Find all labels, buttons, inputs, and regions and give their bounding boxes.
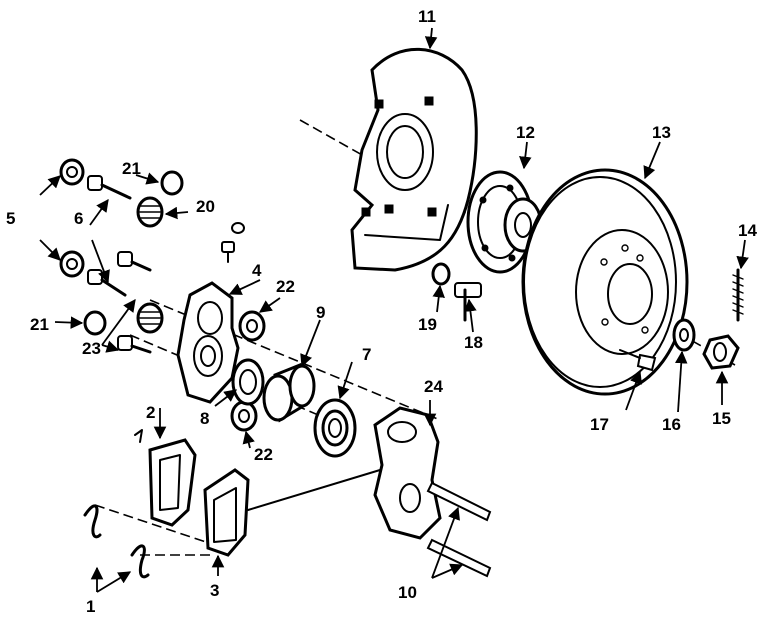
callout-6: 6 — [74, 209, 83, 228]
callout-21b: 21 — [30, 315, 49, 334]
mounting-bolt-lower — [117, 335, 152, 354]
pad-clips — [83, 429, 150, 579]
callout-21a: 21 — [122, 159, 141, 178]
shield-washer — [431, 262, 451, 286]
piston-seal — [231, 358, 265, 406]
guide-bushing-lower — [230, 400, 258, 432]
callout-16: 16 — [662, 415, 681, 434]
inner-brake-pad — [148, 438, 197, 527]
dust-cap-upper — [160, 170, 184, 196]
dust-cap-lower — [83, 310, 107, 336]
guide-pins — [426, 481, 492, 578]
caliper-housing — [373, 406, 442, 540]
wheel-hub — [466, 170, 543, 274]
callout-22a: 22 — [276, 277, 295, 296]
callout-23: 23 — [82, 339, 101, 358]
caliper-carrier — [176, 281, 240, 404]
rubber-bushing-lower — [136, 302, 164, 334]
brake-disc — [521, 168, 689, 396]
callout-12: 12 — [516, 123, 535, 142]
callout-2: 2 — [146, 403, 155, 422]
outer-brake-pad — [203, 468, 381, 557]
callout-8: 8 — [200, 409, 209, 428]
callout-5: 5 — [6, 209, 15, 228]
callout-labels: 1 2 3 4 5 6 7 8 9 10 11 12 13 14 15 16 1… — [6, 7, 757, 616]
guide-bolt-upper — [59, 158, 132, 200]
callout-13: 13 — [652, 123, 671, 142]
wheel-stud — [732, 268, 744, 322]
callout-3: 3 — [210, 581, 219, 600]
guide-bushing-upper — [238, 310, 266, 342]
callout-18: 18 — [464, 333, 483, 352]
callout-17: 17 — [590, 415, 609, 434]
disc-retaining-screw — [619, 349, 657, 372]
callout-20: 20 — [196, 197, 215, 216]
callout-19: 19 — [418, 315, 437, 334]
callout-4: 4 — [252, 261, 262, 280]
mounting-bolt-upper — [117, 251, 152, 272]
dust-boot — [313, 398, 357, 458]
callout-14: 14 — [738, 221, 757, 240]
callout-24: 24 — [424, 377, 443, 396]
leader-lines — [39, 27, 749, 593]
callout-22b: 22 — [254, 445, 273, 464]
rubber-bushing-upper — [136, 196, 164, 228]
hub-nut — [702, 334, 740, 370]
splash-shield — [350, 47, 478, 272]
thrust-washer — [672, 318, 696, 352]
callout-10: 10 — [398, 583, 417, 602]
guide-bolt-lower — [59, 250, 127, 297]
callout-15: 15 — [712, 409, 731, 428]
bleed-screw — [221, 222, 245, 263]
shield-bolt — [454, 282, 482, 322]
callout-9: 9 — [316, 303, 325, 322]
caliper-piston — [262, 362, 316, 423]
callout-1: 1 — [86, 597, 95, 616]
callout-11: 11 — [418, 7, 436, 26]
callout-7: 7 — [362, 345, 371, 364]
